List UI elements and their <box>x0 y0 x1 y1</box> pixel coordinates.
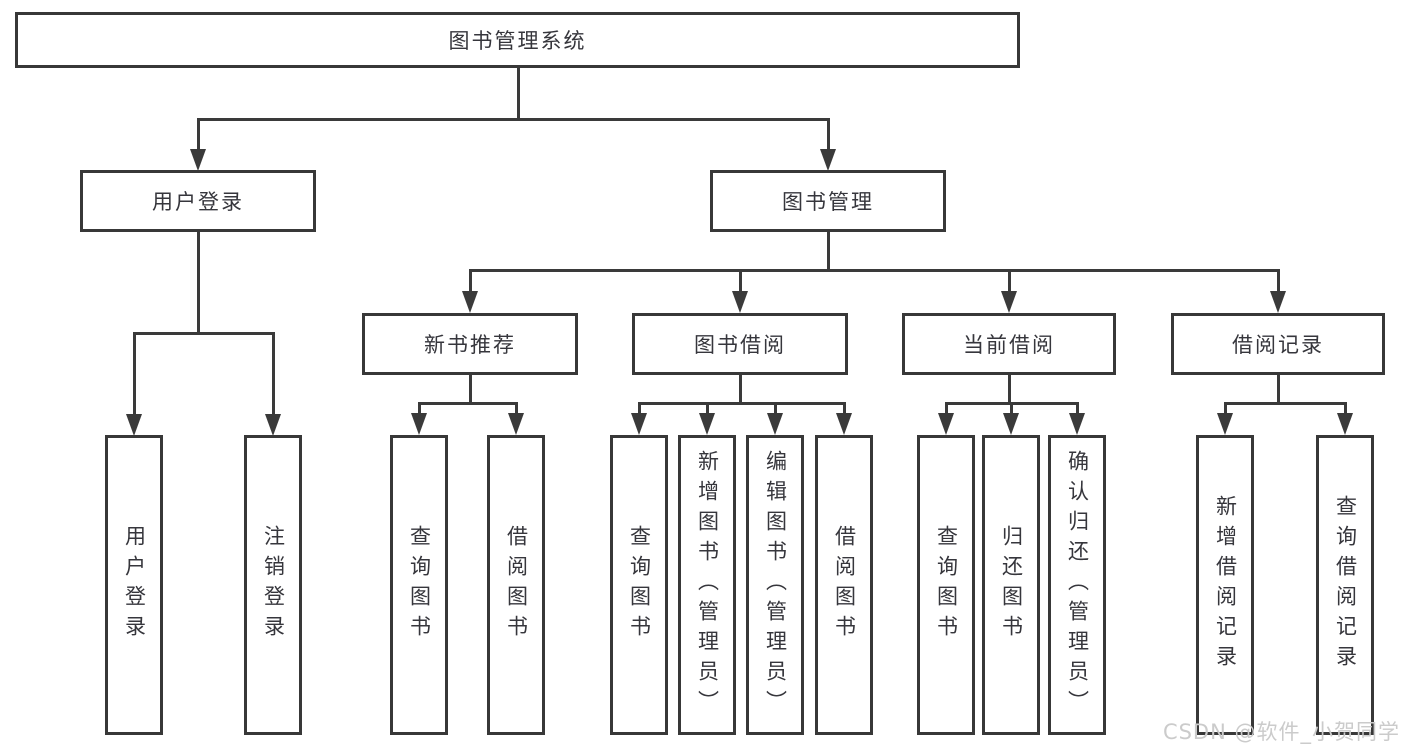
connector-segment <box>1008 375 1011 405</box>
connector-segment <box>469 269 472 293</box>
connector-segment <box>197 118 200 150</box>
node-borrowing-add-books: 新增图书（管理员） <box>678 435 736 735</box>
node-book-borrowing-label: 图书借阅 <box>694 333 786 357</box>
node-borrowing-borrow-books-label: 借阅图书 <box>832 525 857 645</box>
node-records-query-record: 查询借阅记录 <box>1316 435 1374 735</box>
node-book-borrowing: 图书借阅 <box>632 313 848 375</box>
connector-segment <box>133 332 275 335</box>
node-recommend-query-books-label: 查询图书 <box>407 525 432 645</box>
arrowhead-icon <box>411 413 427 435</box>
connector-segment <box>418 402 518 405</box>
arrowhead-icon <box>836 413 852 435</box>
connector-segment <box>272 332 275 416</box>
connector-segment <box>1224 402 1227 414</box>
arrowhead-icon <box>767 413 783 435</box>
node-recommend-borrow-books-label: 借阅图书 <box>504 525 529 645</box>
arrowhead-icon <box>462 291 478 313</box>
connector-segment <box>843 402 846 414</box>
node-new-book-recommend-label: 新书推荐 <box>424 333 516 357</box>
arrowhead-icon <box>265 414 281 436</box>
node-borrowing-borrow-books: 借阅图书 <box>815 435 873 735</box>
connector-segment <box>739 269 742 293</box>
connector-segment <box>945 402 948 414</box>
node-root-label: 图书管理系统 <box>448 29 587 53</box>
connector-segment <box>197 118 830 121</box>
csdn-watermark: CSDN @软件_小贺同学 <box>1162 720 1400 744</box>
arrowhead-icon <box>631 413 647 435</box>
connector-segment <box>515 402 518 414</box>
node-recommend-borrow-books: 借阅图书 <box>487 435 545 735</box>
node-borrowing-query-books: 查询图书 <box>610 435 668 735</box>
node-current-return-books-label: 归还图书 <box>999 525 1024 645</box>
connector-segment <box>638 402 846 405</box>
connector-segment <box>469 269 1280 272</box>
connector-segment <box>827 118 830 150</box>
node-new-book-recommend: 新书推荐 <box>362 313 578 375</box>
node-logout-leaf: 注销登录 <box>244 435 302 735</box>
connector-segment <box>1277 269 1280 293</box>
node-root: 图书管理系统 <box>15 12 1020 68</box>
connector-segment <box>638 402 641 414</box>
node-recommend-query-books: 查询图书 <box>390 435 448 735</box>
node-user-login: 用户登录 <box>80 170 316 232</box>
connector-segment <box>774 402 777 414</box>
connector-segment <box>1344 402 1347 414</box>
node-current-return-books: 归还图书 <box>982 435 1040 735</box>
node-current-confirm-return: 确认归还（管理员） <box>1048 435 1106 735</box>
connector-segment <box>1076 402 1079 414</box>
node-borrowing-query-books-label: 查询图书 <box>627 525 652 645</box>
arrowhead-icon <box>1217 413 1233 435</box>
arrowhead-icon <box>732 291 748 313</box>
node-current-borrowing: 当前借阅 <box>902 313 1116 375</box>
node-login-leaf-label: 用户登录 <box>122 525 147 645</box>
node-borrowing-edit-books-label: 编辑图书（管理员） <box>763 450 788 720</box>
connector-segment <box>469 375 472 405</box>
connector-segment <box>1277 375 1280 405</box>
connector-segment <box>1008 269 1011 293</box>
node-borrowing-edit-books: 编辑图书（管理员） <box>746 435 804 735</box>
connector-segment <box>418 402 421 414</box>
arrowhead-icon <box>1001 291 1017 313</box>
node-records-add-record-label: 新增借阅记录 <box>1213 495 1238 675</box>
arrowhead-icon <box>1270 291 1286 313</box>
arrowhead-icon <box>938 413 954 435</box>
node-borrowing-records-label: 借阅记录 <box>1232 333 1324 357</box>
arrowhead-icon <box>508 413 524 435</box>
node-records-add-record: 新增借阅记录 <box>1196 435 1254 735</box>
node-current-query-books: 查询图书 <box>917 435 975 735</box>
connector-segment <box>133 332 136 416</box>
arrowhead-icon <box>126 414 142 436</box>
connector-segment <box>517 68 520 121</box>
node-book-management-label: 图书管理 <box>782 190 874 214</box>
arrowhead-icon <box>190 149 206 171</box>
node-login-leaf: 用户登录 <box>105 435 163 735</box>
node-book-management: 图书管理 <box>710 170 946 232</box>
node-current-query-books-label: 查询图书 <box>934 525 959 645</box>
arrowhead-icon <box>1337 413 1353 435</box>
arrowhead-icon <box>1003 413 1019 435</box>
node-records-query-record-label: 查询借阅记录 <box>1333 495 1358 675</box>
arrowhead-icon <box>820 149 836 171</box>
arrowhead-icon <box>1069 413 1085 435</box>
connector-segment <box>827 232 830 272</box>
node-borrowing-add-books-label: 新增图书（管理员） <box>695 450 720 720</box>
node-current-confirm-return-label: 确认归还（管理员） <box>1065 450 1090 720</box>
node-current-borrowing-label: 当前借阅 <box>963 333 1055 357</box>
connector-segment <box>706 402 709 414</box>
node-borrowing-records: 借阅记录 <box>1171 313 1385 375</box>
node-user-login-label: 用户登录 <box>152 190 244 214</box>
connector-segment <box>1010 402 1013 414</box>
connector-segment <box>739 375 742 405</box>
connector-segment <box>197 232 200 335</box>
node-logout-leaf-label: 注销登录 <box>261 525 286 645</box>
connector-segment <box>1224 402 1347 405</box>
arrowhead-icon <box>699 413 715 435</box>
